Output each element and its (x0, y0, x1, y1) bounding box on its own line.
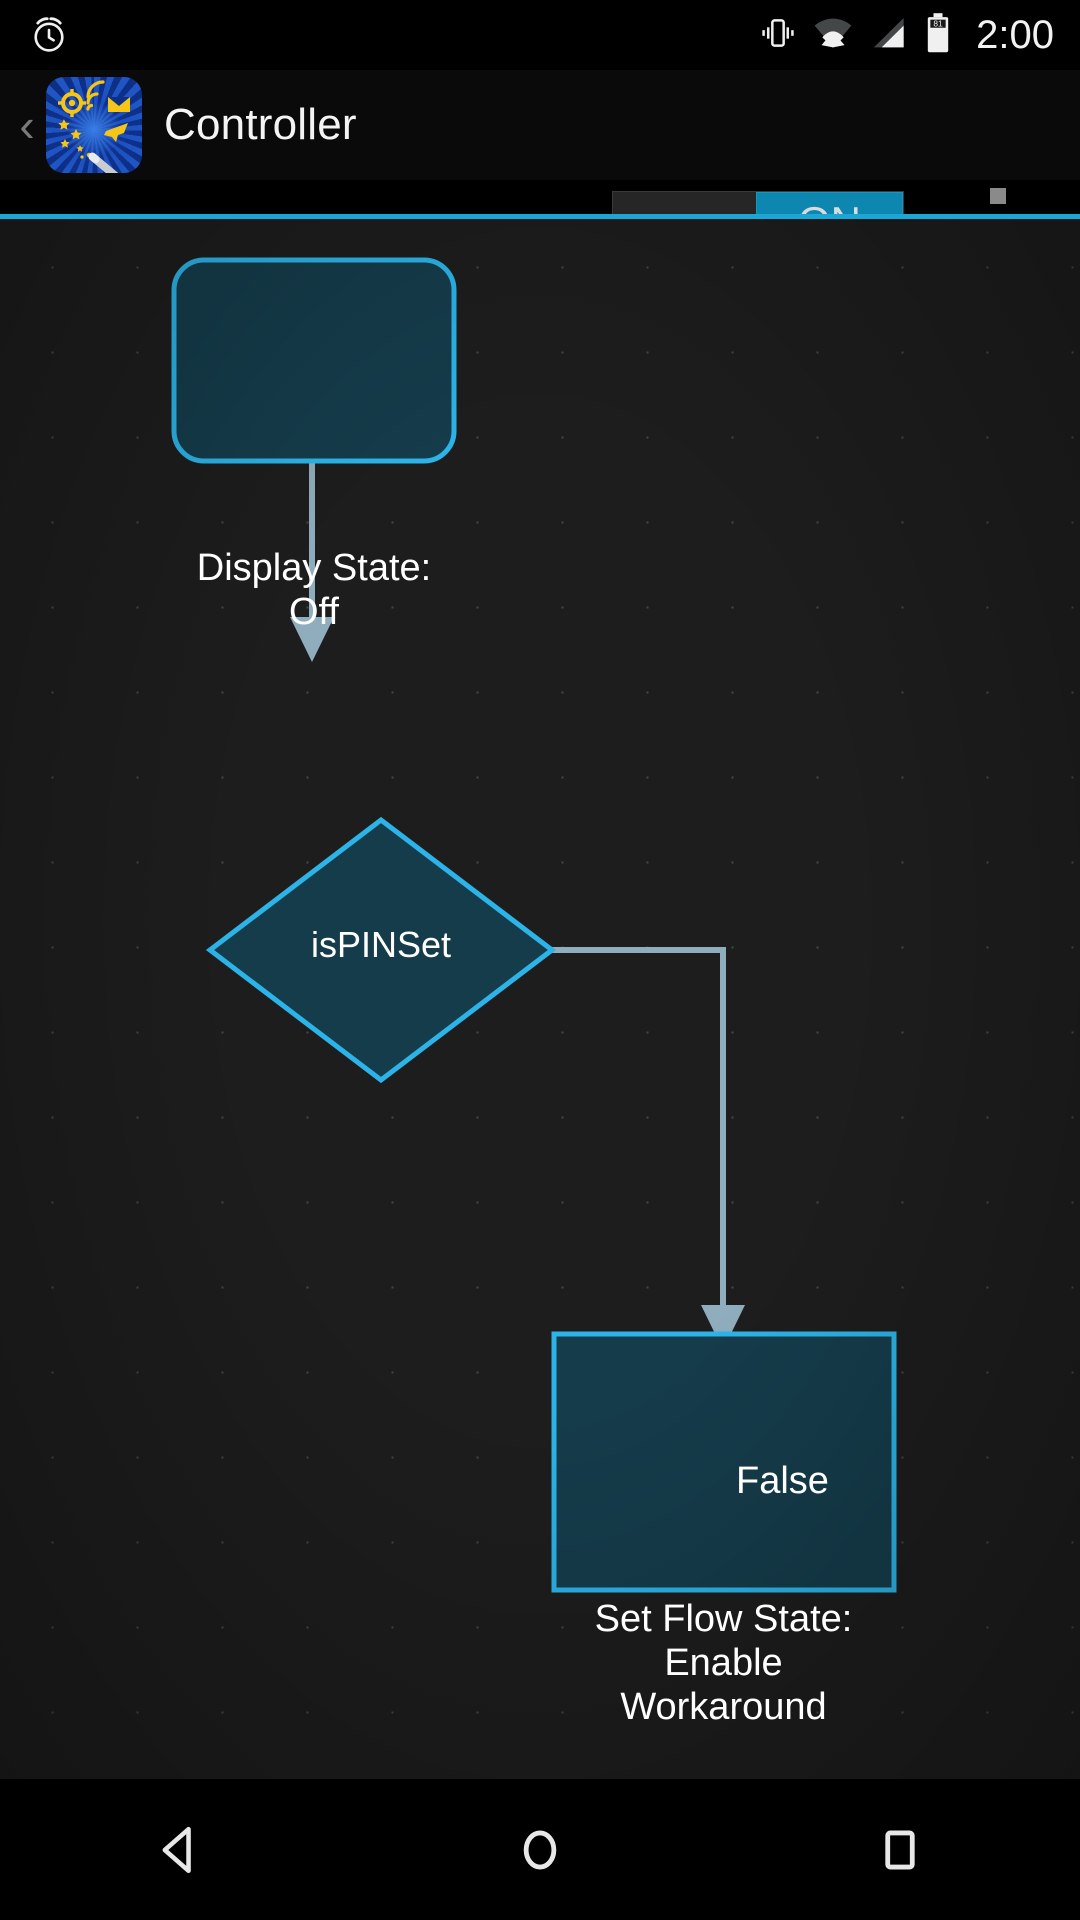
node-is-pin-set[interactable] (205, 816, 557, 1084)
automate-app-icon (46, 77, 142, 173)
node-display-state[interactable] (171, 257, 457, 464)
node-set-flow-state[interactable] (551, 1331, 897, 1593)
battery-icon: 81 (922, 12, 954, 59)
home-nav-icon[interactable] (480, 1790, 600, 1910)
battery-level-text: 81 (933, 18, 943, 28)
edge-decision-false-to-action (552, 947, 745, 1350)
status-bar-left (0, 14, 70, 56)
flowchart-graphics (171, 257, 897, 1593)
overflow-dot-1 (990, 188, 1006, 204)
recents-nav-icon[interactable] (840, 1790, 960, 1910)
page-title: Controller (164, 100, 357, 149)
vibrate-icon (758, 13, 798, 58)
app-bar-accent-rule (0, 214, 1080, 219)
status-bar-clock: 2:00 (976, 13, 1054, 57)
back-chevron-icon[interactable]: ‹ (19, 99, 35, 151)
status-bar-right: 81 2:00 (758, 12, 1080, 59)
cell-signal-icon (868, 13, 908, 58)
status-bar: 81 2:00 (0, 0, 1080, 70)
alarm-clock-icon (28, 14, 70, 56)
app-bar: ‹ (0, 70, 1080, 258)
edge-display-to-decision (290, 461, 334, 662)
back-nav-icon[interactable] (120, 1790, 240, 1910)
android-navigation-bar (0, 1779, 1080, 1920)
flowchart-canvas[interactable]: Display State: Off isPINSet False Set Fl… (0, 219, 1080, 1779)
wifi-icon (812, 13, 854, 58)
